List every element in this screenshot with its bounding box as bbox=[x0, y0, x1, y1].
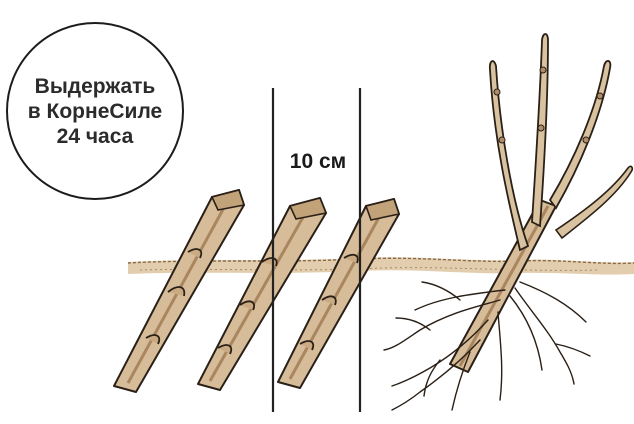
callout-line-2: в КорнеСиле bbox=[28, 99, 162, 124]
callout-line-1: Выдержать bbox=[35, 74, 156, 99]
rooted-cutting bbox=[384, 34, 632, 410]
callout-line-3: 24 часа bbox=[57, 124, 134, 149]
distance-label: 10 см bbox=[280, 150, 356, 174]
instruction-callout: Выдержать в КорнеСиле 24 часа bbox=[6, 22, 184, 200]
